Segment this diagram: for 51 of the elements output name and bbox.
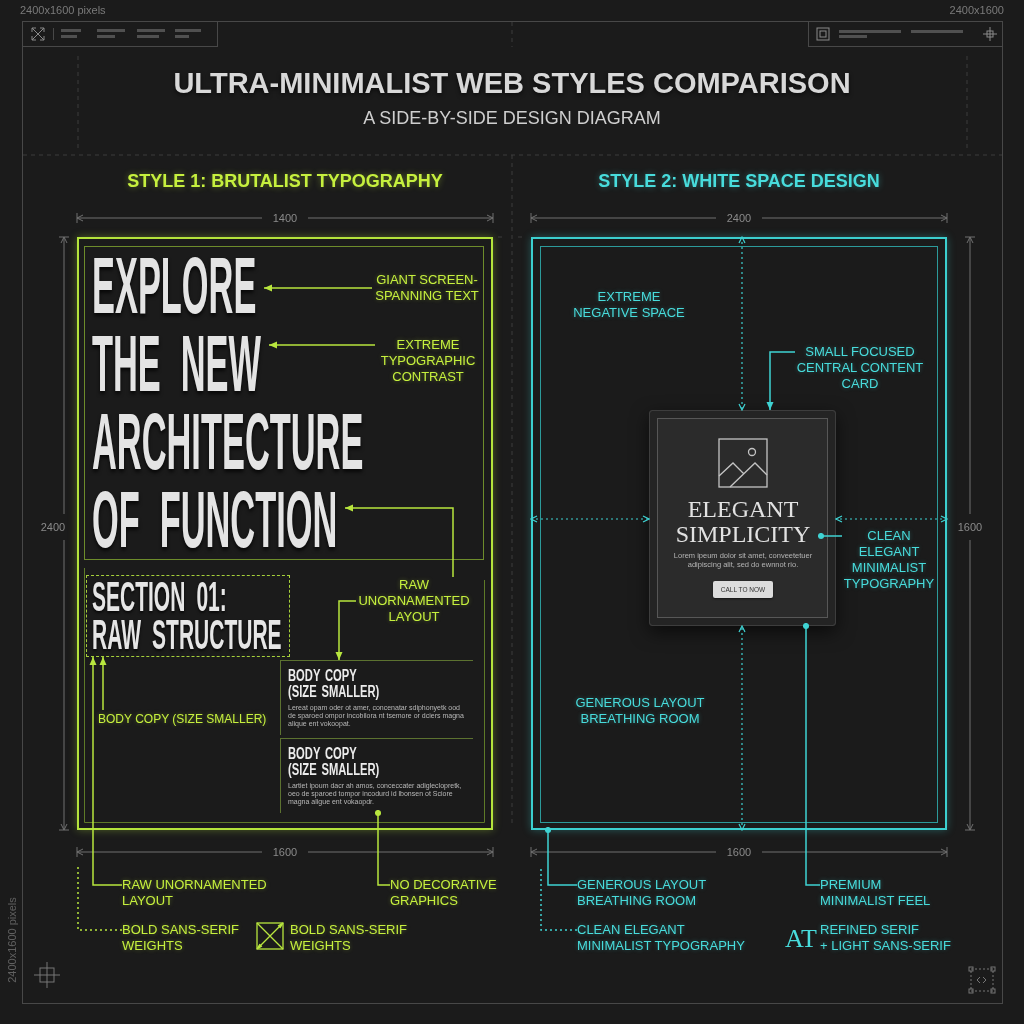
callout-arrow bbox=[263, 284, 373, 292]
canvas-size-label: 2400x1600 pixels bbox=[5, 896, 19, 985]
giant-headline: EXPLORE THE NEW ARCHITECTURE OF FUNCTION bbox=[92, 247, 364, 559]
callout-text: CLEAN ELEGANT MINIMALIST TYPOGRAPHY bbox=[577, 922, 749, 954]
column-heading: STYLE 2: WHITE SPACE DESIGN bbox=[597, 170, 881, 192]
body-copy-block bbox=[280, 660, 473, 735]
double-arrow bbox=[530, 515, 650, 523]
canvas-size-label: 2400x1600 bbox=[948, 3, 1004, 17]
annotation-text: BODY COPY (SIZE SMALLER) bbox=[98, 710, 274, 728]
panel-frame bbox=[77, 237, 493, 830]
annotation-text: CLEAN ELEGANT MINIMALIST TYPOGRAPHY bbox=[842, 528, 936, 592]
callout-text: NO DECORATIVE GRAPHICS bbox=[390, 877, 502, 909]
dimension-label: 1400 bbox=[271, 211, 299, 225]
double-arrow bbox=[738, 625, 746, 831]
callout-arrow bbox=[99, 656, 107, 711]
column-heading: STYLE 1: BRUTALIST TYPOGRAPHY bbox=[126, 170, 444, 192]
annotation-text: GIANT SCREEN-SPANNING TEXT bbox=[372, 272, 482, 304]
double-arrow bbox=[835, 515, 948, 523]
dimension-label: 1600 bbox=[271, 845, 299, 859]
headline-frame bbox=[84, 246, 484, 560]
body-copy-heading: BODY COPY (SIZE SMALLER) bbox=[288, 746, 380, 778]
callout-arrow bbox=[344, 504, 454, 578]
dimension-label: 2400 bbox=[725, 211, 753, 225]
callout-text: BOLD SANS-SERIF WEIGHTS bbox=[122, 922, 250, 954]
dimension-label: 1600 bbox=[725, 845, 753, 859]
section-heading: SECTION 01: RAW STRUCTURE bbox=[92, 578, 282, 654]
callout-text: BOLD SANS-SERIF WEIGHTS bbox=[290, 922, 409, 954]
callout-text: REFINED SERIF + LIGHT SANS-SERIF bbox=[820, 922, 952, 954]
dimension-label: 1600 bbox=[956, 520, 984, 534]
double-arrow bbox=[738, 236, 746, 411]
callout-text: GENEROUS LAYOUT BREATHING ROOM bbox=[577, 877, 711, 909]
content-card bbox=[649, 410, 836, 626]
diagram-subtitle: A SIDE-BY-SIDE DESIGN DIAGRAM bbox=[362, 107, 662, 130]
body-copy-heading: BODY COPY (SIZE SMALLER) bbox=[288, 668, 380, 700]
annotation-text: GENEROUS LAYOUT BREATHING ROOM bbox=[574, 695, 706, 727]
serif-glyph-sample: AT bbox=[785, 924, 817, 954]
callout-arrow bbox=[335, 600, 357, 661]
callout-text: RAW UNORNAMENTED LAYOUT bbox=[122, 877, 272, 909]
callout-arrow bbox=[268, 341, 376, 349]
card-title: ELEGANT SIMPLICITY bbox=[665, 497, 821, 547]
dimension-label: 2400 bbox=[39, 520, 67, 534]
body-copy-block bbox=[280, 738, 473, 813]
canvas-size-label: 2400x1600 pixels bbox=[20, 3, 107, 17]
dot-leader-line bbox=[817, 532, 843, 540]
annotation-text: EXTREME TYPOGRAPHIC CONTRAST bbox=[375, 337, 481, 385]
annotation-text: SMALL FOCUSED CENTRAL CONTENT CARD bbox=[795, 344, 925, 392]
callout-arrow bbox=[766, 351, 796, 411]
callout-text: PREMIUM MINIMALIST FEEL bbox=[820, 877, 938, 909]
annotation-text: RAW UNORNAMENTED LAYOUT bbox=[356, 577, 472, 625]
annotation-text: EXTREME NEGATIVE SPACE bbox=[572, 289, 686, 321]
diagram-title: ULTRA-MINIMALIST WEB STYLES COMPARISON bbox=[172, 66, 852, 101]
